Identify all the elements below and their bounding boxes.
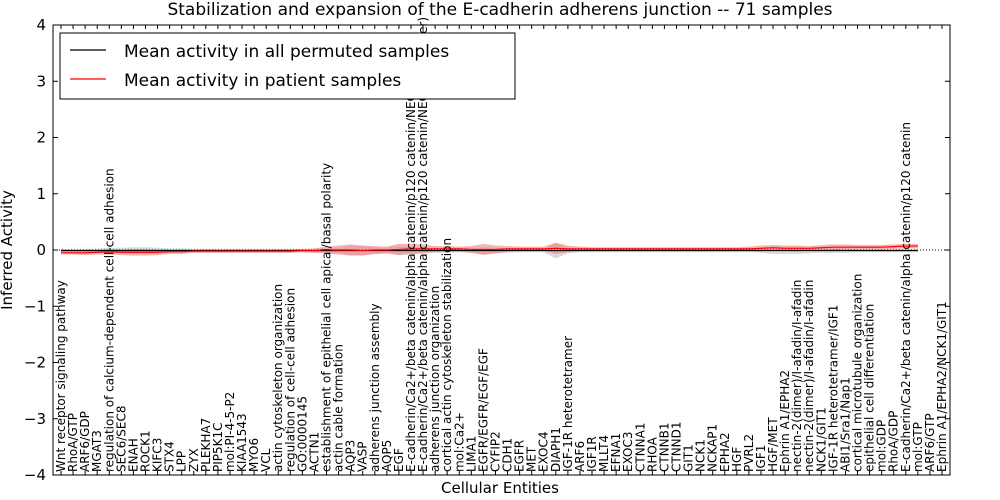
legend-label-patient: Mean activity in patient samples: [124, 71, 401, 91]
x-tick-label: LIMA1: [464, 436, 478, 472]
x-tick-label: ENAH: [126, 438, 140, 472]
x-tick-label: CTNNB1: [657, 422, 671, 472]
x-tick-label: EXOC3: [621, 432, 635, 473]
x-tick-label: STX4: [163, 441, 177, 472]
x-tick-label: CTNND1: [669, 421, 683, 472]
legend-label-permuted: Mean activity in all permuted samples: [124, 42, 449, 62]
x-tick-label: VCL: [259, 448, 273, 472]
x-tick-label: DIAPH1: [549, 427, 563, 472]
line-series-1: [61, 245, 918, 254]
x-tick-label: EPHA2: [718, 432, 732, 472]
x-tick-label: EGFR/EGFR/EGF/EGF: [476, 348, 490, 472]
x-tick-label: CYFIP2: [488, 431, 502, 472]
x-tick-label: PVRL2: [742, 434, 756, 472]
y-tick-label: 4: [36, 16, 46, 34]
y-tick-label: 3: [36, 72, 46, 90]
x-tick-label: E-cadherin/Ca2+/beta catenin/alpha caten…: [416, 17, 430, 472]
x-tick-labels: Wnt receptor signaling pathwayRhoA/GTPAR…: [54, 17, 949, 475]
x-tick-label: ARF6/GDP: [78, 411, 92, 472]
plot-frame: [52, 24, 951, 476]
x-tick-label: E-cadherin/Ca2+/beta catenin/alpha caten…: [899, 122, 913, 472]
x-tick-label: IGF-1R heterotetramer: [561, 336, 575, 472]
legend: Mean activity in all permuted samples Me…: [59, 32, 516, 100]
x-tick-label: actin cable formation: [332, 344, 346, 472]
chart-title: Stabilization and expansion of the E-cad…: [167, 0, 832, 20]
x-tick-label: mol:Ca2+: [452, 412, 466, 472]
x-tick-label: KIFC3: [151, 438, 165, 472]
x-tick-label: NCK1: [694, 439, 708, 472]
x-tick-label: GIT1: [682, 444, 696, 472]
y-axis-label: Inferred Activity: [0, 190, 16, 310]
y-tick-label: −3: [24, 410, 46, 428]
x-tick-label: HGF/MET: [766, 417, 780, 472]
y-tick-label: −2: [24, 354, 46, 372]
x-tick-label: ACTN1: [307, 432, 321, 472]
x-tick-label: EGFR: [513, 440, 527, 472]
y-tick-label: −1: [24, 297, 46, 315]
x-tick-label: IGF1R: [585, 436, 599, 472]
x-axis-label: Cellular Entities: [441, 479, 559, 497]
y-tick-label: 2: [36, 129, 46, 147]
x-tick-label: ABI1/Sra1/Nap1: [838, 377, 852, 472]
x-tick-label: SEC6/SEC8: [114, 406, 128, 472]
y-tick-label: 0: [36, 241, 46, 259]
x-tick-label: LPP: [175, 451, 189, 472]
x-tick-label: EXOC4: [537, 432, 551, 473]
x-tick-label: cortical actin cytoskeleton stabilizatio…: [440, 238, 454, 472]
x-tick-label: regulation of cell-cell adhesion: [283, 288, 297, 472]
x-tick-label: ROCK1: [138, 430, 152, 472]
x-tick-label: EFNA1: [609, 433, 623, 472]
x-tick-label: CDH1: [501, 438, 515, 472]
x-tick-label: MLLT4: [597, 435, 611, 472]
x-tick-label: Ephrin A1/EPHA2/NCK1/GIT1: [935, 301, 949, 472]
x-tick-label: MGAT3: [90, 430, 104, 472]
x-tick-label: KIAA1543: [235, 413, 249, 472]
x-tick-label: Wnt receptor signaling pathway: [54, 280, 68, 472]
x-tick-label: AQP3: [344, 440, 358, 472]
x-tick-label: IGF-1R heterotetramer/IGF1: [826, 305, 840, 472]
y-tick-label: −4: [24, 466, 46, 484]
x-tick-label: AQP5: [380, 440, 394, 472]
x-tick-label: RHOA: [645, 436, 659, 472]
x-tick-label: NCK1/GIT1: [814, 407, 828, 472]
x-tick-label: GO:0000145: [295, 396, 309, 472]
x-tick-label: epithelial cell differentiation: [863, 304, 877, 472]
x-tick-label: IGF1: [754, 445, 768, 472]
x-tick-label: Ephrin A1/EPHA2: [778, 370, 792, 472]
x-tick-label: HGF: [730, 447, 744, 472]
x-tick-label: MYO6: [247, 438, 261, 472]
y-axis-ticks: −4 −3 −2 −1 0 1 2 3 4: [24, 16, 950, 484]
x-tick-label: CTNNA1: [633, 422, 647, 472]
x-tick-label: adherens junction assembly: [368, 303, 382, 472]
x-tick-label: RhoA/GTP: [66, 413, 80, 472]
x-tick-label: ARF6/GTP: [923, 413, 937, 472]
x-tick-label: adherens junction organization: [428, 286, 442, 472]
x-tick-label: PLEKHA7: [199, 418, 213, 472]
x-tick-label: establishment of epithelial cell apical/…: [320, 163, 334, 472]
x-tick-label: nectin-2(dimer)/I-afadin/I-afadin: [790, 280, 804, 472]
legend-box: [59, 32, 516, 100]
x-tick-label: actin cytoskeleton organization: [271, 284, 285, 472]
x-tick-label: RhoA/GDP: [887, 411, 901, 472]
x-tick-label: mol:GDP: [875, 420, 889, 472]
x-tick-label: nectin-2(dimer)/I-afadin/I-afadin: [802, 280, 816, 472]
x-tick-label: ZYX: [187, 448, 201, 472]
x-tick-label: mol:GTP: [911, 422, 925, 472]
x-tick-label: cortical microtubule organization: [851, 274, 865, 472]
x-tick-label: MET: [525, 446, 539, 472]
y-tick-label: 1: [36, 185, 46, 203]
x-tick-label: VASP: [356, 441, 370, 472]
x-tick-label: NCKAP1: [706, 424, 720, 472]
x-tick-label: mol:PI-4-5-P2: [223, 392, 237, 472]
x-tick-label: E-cadherin/Ca2+/beta catenin/alpha caten…: [404, 61, 418, 472]
x-tick-label: ARF6: [573, 441, 587, 472]
x-tick-label: regulation of calcium-dependent cell-cel…: [102, 168, 116, 472]
series-lines: [53, 245, 950, 254]
x-tick-label: EGF: [392, 448, 406, 472]
x-tick-label: PIP5K1C: [211, 422, 225, 472]
